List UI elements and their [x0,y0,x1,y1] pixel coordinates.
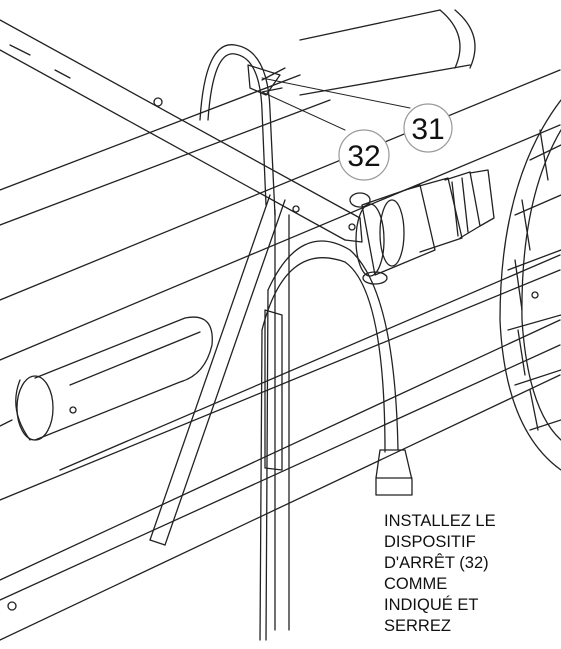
instruction-line: DISPOSITIF [384,533,476,551]
background-frame-lines [0,69,561,641]
instruction-line: SERREZ [384,617,451,635]
wire-loop [199,44,286,216]
instruction-line: INDIQUÉ ET [384,596,479,614]
callout-31: 31 [403,103,453,153]
instruction-line: INSTALLEZ LE [384,512,496,530]
instruction-text: INSTALLEZ LE DISPOSITIF D'ARRÊT (32) COM… [384,511,554,637]
hose-end-fitting [375,449,413,496]
coupling-fitting [349,169,495,285]
top-cylinder [299,9,476,96]
support-legs [149,194,290,631]
wheel [499,99,561,471]
callout-31-label: 31 [411,113,444,146]
callout-32-label: 32 [347,140,380,173]
hose [259,240,399,641]
leader-lines [261,77,411,131]
oval-housing [0,316,213,441]
cross-bar [0,19,363,243]
instruction-line: D'ARRÊT (32) [384,554,489,572]
instruction-line: COMME [384,575,448,593]
frame-bolt [7,601,17,611]
callout-32: 32 [338,129,390,181]
